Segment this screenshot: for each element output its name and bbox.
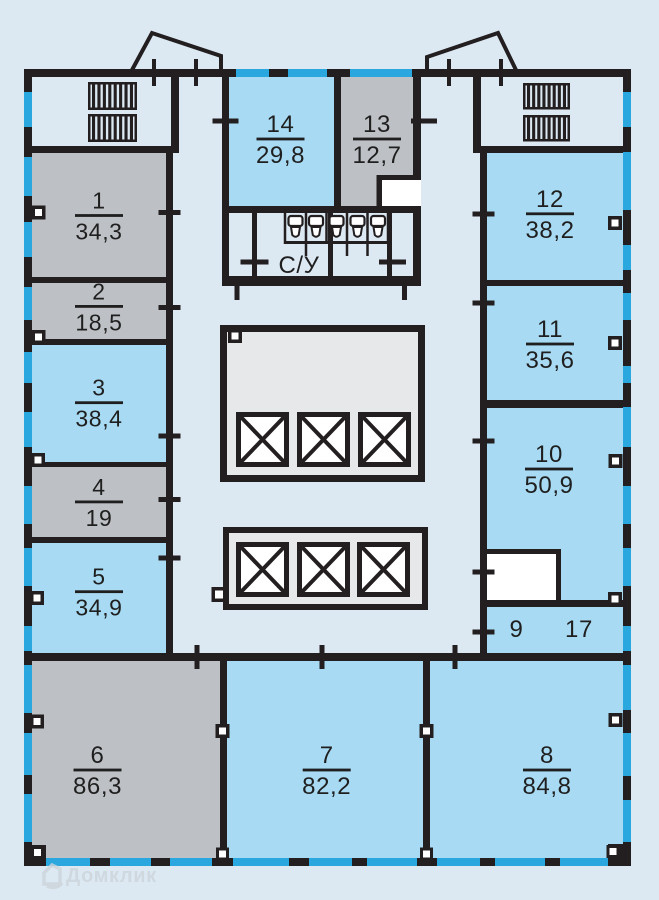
svg-text:1: 1	[92, 188, 105, 214]
svg-text:6: 6	[91, 742, 105, 769]
svg-text:29,8: 29,8	[256, 142, 305, 169]
svg-text:34,3: 34,3	[75, 219, 122, 245]
svg-text:4: 4	[92, 474, 105, 500]
svg-text:2: 2	[92, 278, 105, 304]
svg-text:86,3: 86,3	[73, 773, 122, 800]
svg-text:35,6: 35,6	[525, 347, 574, 374]
svg-text:Домклик: Домклик	[66, 865, 157, 887]
svg-text:14: 14	[267, 111, 295, 138]
svg-text:3: 3	[92, 375, 105, 401]
svg-text:13: 13	[363, 111, 391, 138]
svg-text:5: 5	[92, 564, 105, 590]
svg-text:10: 10	[535, 441, 563, 468]
svg-text:82,2: 82,2	[302, 773, 351, 800]
svg-text:11: 11	[537, 316, 563, 343]
svg-text:С/У: С/У	[278, 252, 319, 279]
svg-text:84,8: 84,8	[522, 773, 571, 800]
svg-text:8: 8	[540, 742, 554, 769]
svg-text:38,4: 38,4	[75, 406, 122, 432]
svg-text:9: 9	[510, 616, 524, 643]
svg-text:18,5: 18,5	[75, 309, 122, 335]
svg-text:38,2: 38,2	[525, 217, 574, 244]
svg-text:17: 17	[565, 616, 593, 643]
svg-text:12,7: 12,7	[352, 142, 401, 169]
svg-text:50,9: 50,9	[524, 472, 573, 499]
svg-text:12: 12	[536, 186, 564, 213]
svg-text:34,9: 34,9	[75, 595, 122, 621]
svg-text:7: 7	[320, 742, 334, 769]
svg-text:19: 19	[86, 505, 113, 531]
